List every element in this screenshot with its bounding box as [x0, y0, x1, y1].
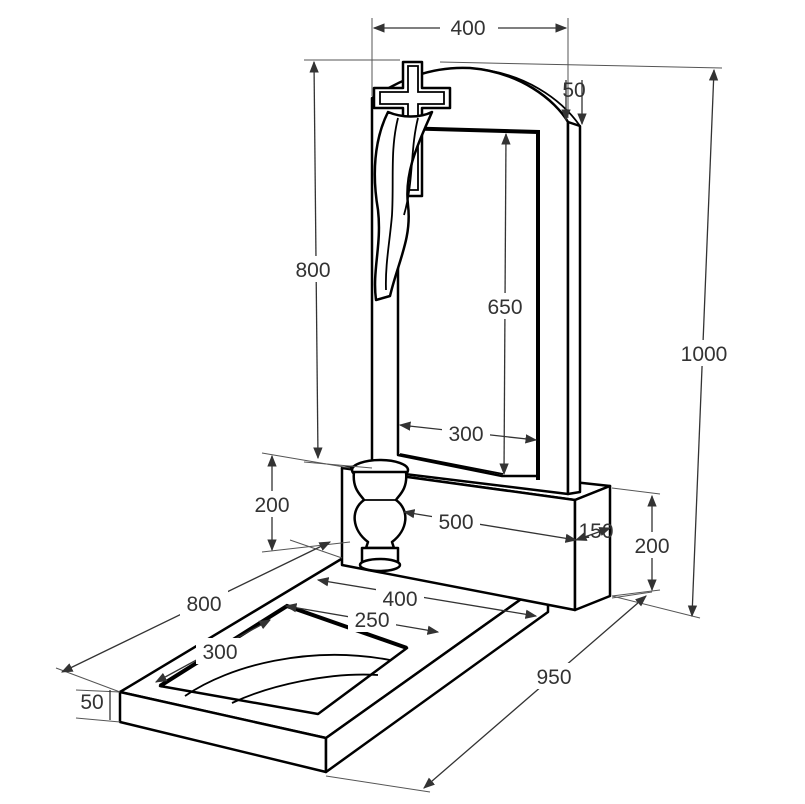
- dim-total-height: 1000: [439, 61, 734, 619]
- dim-vase-height: 200: [248, 452, 351, 553]
- dim-pedestal-length: 500: [402, 508, 578, 543]
- dim-panel-width: 300: [398, 420, 538, 446]
- label-panel-height: 650: [487, 296, 522, 319]
- label-pedestal-height: 200: [634, 535, 669, 558]
- dim-pedestal-depth: 150: [574, 520, 614, 543]
- dim-stele-height: 800: [290, 59, 400, 469]
- label-pedestal-depth: 150: [578, 520, 613, 543]
- dim-opening-width: 250: [284, 603, 440, 635]
- label-total-height: 1000: [681, 343, 728, 366]
- label-stele-height: 800: [295, 259, 330, 282]
- label-stele-thickness: 50: [562, 79, 585, 102]
- dim-stele-thickness: 50: [561, 79, 587, 126]
- label-stele-width: 400: [450, 17, 485, 40]
- label-total-length: 950: [536, 666, 571, 689]
- dim-slab-thickness: 50: [75, 689, 121, 723]
- label-opening-length: 300: [202, 641, 237, 664]
- dim-total-length: 950: [325, 591, 653, 793]
- dim-opening-length: 300: [154, 619, 272, 683]
- label-slab-thickness: 50: [80, 691, 103, 714]
- dim-pedestal-height: 200: [611, 487, 676, 597]
- dim-stele-width: 400: [371, 14, 569, 118]
- vase: [350, 458, 410, 573]
- label-pedestal-length: 500: [438, 511, 473, 534]
- label-panel-width: 300: [448, 423, 483, 446]
- dim-panel-height: 650: [482, 132, 530, 476]
- draped-cloth: [373, 110, 434, 302]
- label-flowerbed-length: 800: [186, 593, 221, 616]
- dim-flowerbed-length: 800: [55, 539, 343, 693]
- label-vase-height: 200: [254, 494, 289, 517]
- label-opening-width: 250: [354, 609, 389, 632]
